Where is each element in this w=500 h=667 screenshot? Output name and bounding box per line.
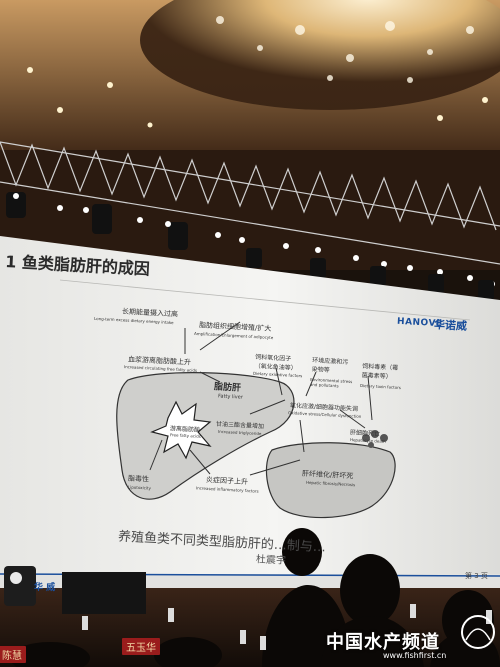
watermark-emblem [461, 615, 495, 649]
label-lipotox-cn: 脂毒性 [127, 474, 150, 484]
stage-spotlights [6, 192, 495, 300]
slide-title-rule [59, 279, 471, 321]
watermark-title: 中国水产频道 [326, 632, 440, 653]
watermark-emblem-wave [465, 628, 491, 641]
dead-cell-dots [362, 430, 388, 448]
label-necrosis-cell-cn: 肝细胞死亡 [349, 429, 381, 438]
watermark-url: www.fishfirst.cn [383, 651, 447, 660]
ffa-burst [150, 400, 212, 460]
label-toxin-cn: 饲料毒素（霉菌毒素等） [361, 362, 399, 381]
label-oxidant-cn: 饲料氧化因子（氧化鱼油等） [254, 353, 297, 372]
slide-author: 杜震宇 [255, 554, 287, 567]
diagram-arrows [149, 321, 373, 476]
chandelier-crystals [216, 16, 474, 83]
liver-shape [116, 372, 295, 500]
label-fatty-liver-cn: 脂肪肝 [213, 382, 242, 394]
label-env-cn: 环境应激和污染物等 [311, 357, 349, 374]
hanove-logo-cn: 华诺威 [433, 318, 468, 333]
label-fatty-liver-en: Fatty liver [217, 393, 243, 401]
stage-monitors [4, 566, 146, 614]
fibrotic-liver-shape [265, 442, 396, 519]
table-cups [82, 604, 492, 650]
slide-footer-brand: 华 威 [34, 583, 56, 593]
audience-silhouettes [10, 528, 500, 667]
ceiling-lights [27, 67, 488, 128]
nameplate-center: 五玉华 [122, 638, 160, 655]
slide-page-number: 第 3 页 [465, 572, 488, 580]
lighting-truss [0, 141, 500, 265]
nameplate-left: 陈慧 [0, 646, 26, 663]
diagram-art [116, 321, 396, 519]
